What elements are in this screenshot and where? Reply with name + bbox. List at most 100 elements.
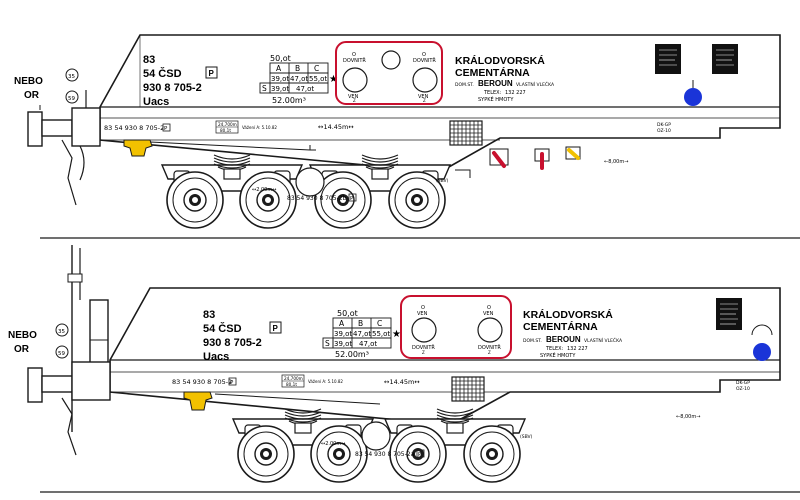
siding: VLASTNÍ VLEČKA xyxy=(584,337,623,344)
wagon-id-line4: Uacs xyxy=(143,96,169,108)
bogie-number: 83 54 930 8 705-2b xyxy=(287,195,347,202)
bogie-distance: ↔14.45m↔ xyxy=(384,378,420,386)
star-icon: ★ xyxy=(329,74,338,85)
hatch-left xyxy=(411,317,437,343)
table-col-b: B xyxy=(358,319,363,328)
table-cell: 55,ot xyxy=(309,75,327,83)
table-row-s: S xyxy=(262,84,267,93)
tare-weight: 80,1t xyxy=(220,128,231,133)
home-station: BEROUN xyxy=(546,335,581,344)
highlight-box xyxy=(335,41,443,105)
table-cell: 55,ot xyxy=(372,330,390,338)
distance-2m: ↔2.00m↔ xyxy=(252,187,276,193)
hatch-label: DOVNITŘ xyxy=(343,56,366,64)
brake-label-2: OZ-10 xyxy=(657,128,671,134)
sbv-label: (SBV) xyxy=(436,178,449,184)
hatch-label: VEN xyxy=(483,311,494,317)
table-col-a: A xyxy=(339,319,345,328)
load-table: 50,ot A B C 39,ot 47,ot 55,ot S 39,ot 47… xyxy=(259,54,338,105)
hatch-label: Z xyxy=(353,98,356,103)
volume: 52.00m³ xyxy=(272,96,306,105)
nebo-label: NEBO xyxy=(14,76,43,87)
telex-label: TELEX: xyxy=(483,90,502,96)
home-station: BEROUN xyxy=(478,79,513,88)
tare-weight: 80,1t xyxy=(286,382,297,387)
hatch-right xyxy=(477,317,503,343)
hatch-label: DOVNITŘ xyxy=(412,343,435,351)
hatch-right xyxy=(412,67,438,93)
hatch-label: Z xyxy=(488,350,491,355)
company-name-2: CEMENTÁRNA xyxy=(523,320,598,333)
table-col-a: A xyxy=(276,64,282,73)
p-badge: P xyxy=(209,69,215,78)
hatch-label: DOVNITŘ xyxy=(478,343,501,351)
buffer-yellow-icon xyxy=(123,139,153,157)
route-marks-top: NEBO OR 35 59 xyxy=(14,68,79,104)
dom-st: DOM.ST. xyxy=(523,338,542,344)
bogie-p: P xyxy=(350,196,354,202)
buffer-yellow-icon xyxy=(183,391,213,411)
signal-blue-icon xyxy=(684,88,702,106)
speed-mark-a: 35 xyxy=(58,329,65,335)
frame-number: 83 54 930 8 705-2 xyxy=(172,378,232,386)
table-col-b: B xyxy=(295,64,300,73)
table-col-c: C xyxy=(314,64,319,73)
telex-number: 132 227 xyxy=(505,90,526,96)
wagon-id-line1: 83 xyxy=(143,54,155,66)
star-icon: ★ xyxy=(392,329,401,340)
wagon-id-line3: 930 8 705-2 xyxy=(203,337,262,349)
dom-st: DOM.ST. xyxy=(455,82,474,88)
cargo-type: SYPKÉ HMOTY xyxy=(540,351,576,359)
volume: 52.00m³ xyxy=(335,350,369,359)
siding: VLASTNÍ VLEČKA xyxy=(516,81,555,88)
table-cell: 47,ot xyxy=(359,340,377,348)
bogie-distance: ↔14.45m↔ xyxy=(318,123,354,131)
speed-mark-a: 35 xyxy=(68,74,75,80)
hatch-label: O xyxy=(422,52,426,58)
info-plate xyxy=(655,44,681,74)
speed-mark-b: 59 xyxy=(58,351,65,357)
wagon-top: 83 54 ČSD 930 8 705-2 Uacs P 50,ot A B C… xyxy=(27,34,781,229)
wagon-id-line2: 54 ČSD xyxy=(203,322,242,335)
telex-label: TELEX: xyxy=(545,346,564,352)
telex-number: 132 227 xyxy=(567,346,588,352)
hatch-label: O xyxy=(487,305,491,311)
p-badge: P xyxy=(273,324,279,333)
hatch-label: VEN xyxy=(418,94,429,100)
info-plate xyxy=(712,44,738,74)
distance-8m: ←8,00m→ xyxy=(604,159,628,165)
table-cell: 39,ot xyxy=(271,85,289,93)
hatch-left xyxy=(342,67,368,93)
hatch-label: VEN xyxy=(417,311,428,317)
hatch-label: DOVNITŘ xyxy=(413,56,436,64)
hatch-label: O xyxy=(421,305,425,311)
cargo-type: SYPKÉ HMOTY xyxy=(478,95,514,103)
wagon-id-line3: 930 8 705-2 xyxy=(143,82,202,94)
or-label: OR xyxy=(14,344,30,355)
wagon-id-line1: 83 xyxy=(203,309,215,321)
load-table: 50,ot A B C 39,ot 47,ot 55,ot S 39,ot 47… xyxy=(322,309,401,359)
hatch-label: Z xyxy=(423,98,426,103)
frame-p: P xyxy=(164,126,168,132)
table-cell: 47,ot xyxy=(290,75,308,83)
table-row-s: S xyxy=(325,339,330,348)
or-label: OR xyxy=(24,90,40,101)
wagon-id-line2: 54 ČSD xyxy=(143,67,182,80)
table-cell: 39,ot xyxy=(334,330,352,338)
speed-mark-b: 59 xyxy=(68,96,75,102)
table-cell: 39,ot xyxy=(271,75,289,83)
handle-icon xyxy=(489,146,581,170)
company-name: KRÁLODVORSKÁ xyxy=(455,54,545,67)
table-cell: 47,ot xyxy=(353,330,371,338)
table-cell: 39,ot xyxy=(334,340,352,348)
length-over-buffers: 24,700m xyxy=(284,376,303,381)
table-cell: 47,ot xyxy=(296,85,314,93)
signal-blue-icon xyxy=(753,343,771,361)
wagon-id-line4: Uacs xyxy=(203,351,229,363)
revision-date: Vážení A: 5.10.82 xyxy=(242,125,277,130)
company-name: KRÁLODVORSKÁ xyxy=(523,308,613,321)
sbv-label: (SBV) xyxy=(520,434,533,440)
highlight-box xyxy=(400,295,512,359)
brake-label: DK-GP xyxy=(736,380,750,386)
bogie-number: 83 54 930 8 705-2a xyxy=(355,451,415,458)
